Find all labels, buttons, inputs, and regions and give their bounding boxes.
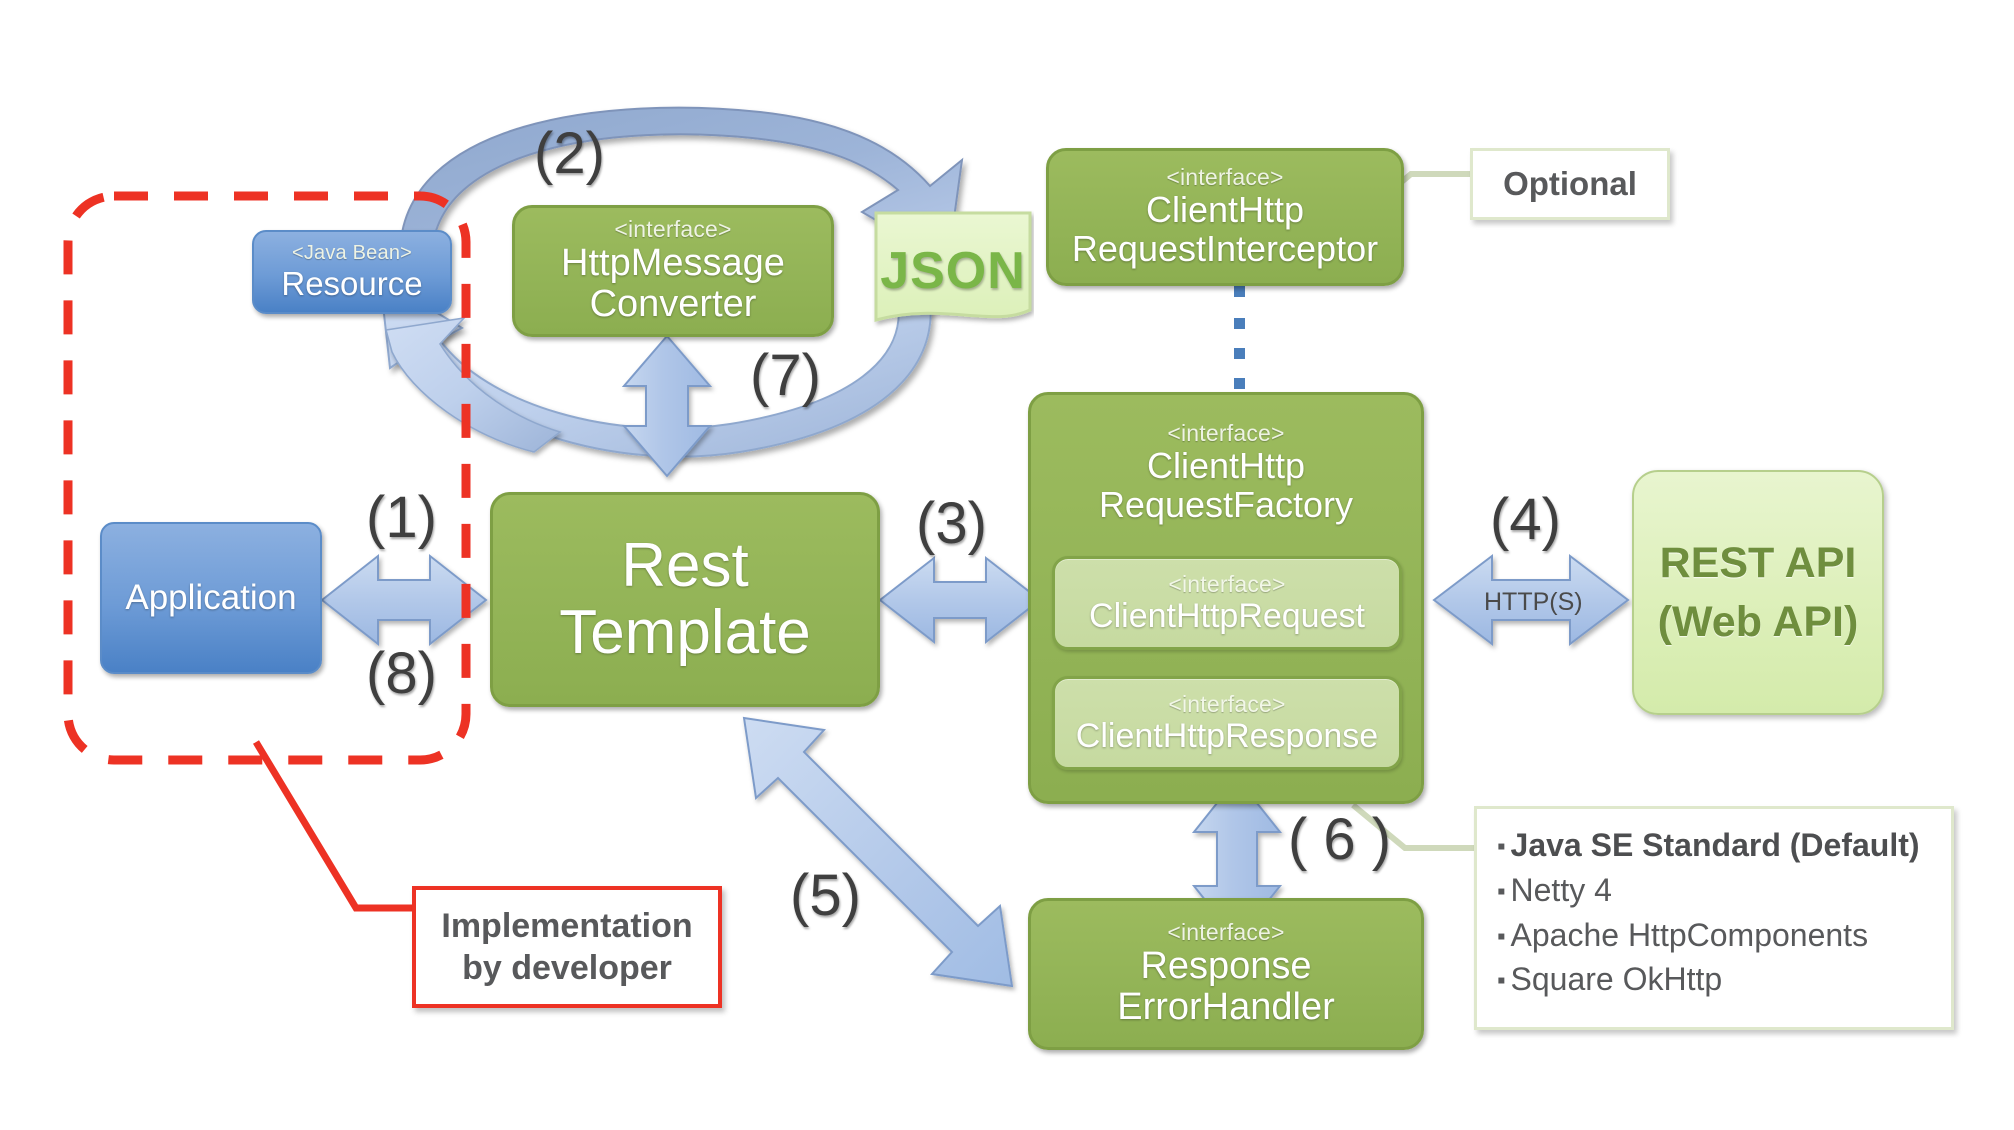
arrow-step-1-8 <box>320 553 488 647</box>
list-item: ▪Apache HttpComponents <box>1497 916 1869 953</box>
error-handler-stereotype: <interface> <box>1167 918 1285 945</box>
interceptor-line1: ClientHttp <box>1145 189 1305 231</box>
rest-api-line2: (Web API) <box>1657 597 1859 646</box>
node-rest-api[interactable]: REST API (Web API) <box>1632 470 1884 715</box>
response-stereotype: <interface> <box>1168 690 1286 717</box>
callout-factory-implementations[interactable]: ▪Java SE Standard (Default) ▪Netty 4 ▪Ap… <box>1474 806 1954 1030</box>
request-label: ClientHttpRequest <box>1089 596 1365 635</box>
resource-stereotype: <Java Bean> <box>291 241 413 264</box>
arrow-step-3 <box>878 555 1042 645</box>
request-stereotype: <interface> <box>1168 570 1286 597</box>
error-handler-line1: Response <box>1140 945 1312 988</box>
converter-line1: HttpMessage <box>561 242 785 285</box>
step-label-2: (2) <box>534 121 605 186</box>
node-application[interactable]: Application <box>100 522 322 674</box>
implementation-leader-line <box>253 740 412 912</box>
interceptor-line2: RequestInterceptor <box>1071 228 1379 270</box>
interceptor-stereotype: <interface> <box>1166 164 1284 191</box>
error-handler-line2: ErrorHandler <box>1117 986 1335 1029</box>
arrow-into-resource <box>384 316 562 453</box>
dotted-connector-interceptor-factory <box>1234 286 1245 389</box>
step-label-6: ( 6 ) <box>1288 807 1392 872</box>
node-client-http-request-interceptor[interactable]: <interface> ClientHttp RequestIntercepto… <box>1046 148 1404 286</box>
implementation-line1: Implementation <box>441 906 693 945</box>
converter-stereotype: <interface> <box>614 215 732 242</box>
json-label: JSON <box>880 242 1026 300</box>
step-label-7: (7) <box>750 343 821 408</box>
list-item: ▪Square OkHttp <box>1497 961 1723 998</box>
factory-stereotype: <interface> <box>1167 420 1285 446</box>
json-doc-shape <box>874 211 1032 322</box>
list-item: ▪Netty 4 <box>1497 871 1612 908</box>
rest-template-line2: Template <box>559 597 811 667</box>
step-label-8: (8) <box>366 641 437 706</box>
resource-label: Resource <box>281 264 423 302</box>
node-rest-template[interactable]: Rest Template <box>490 492 880 707</box>
callout-optional[interactable]: Optional <box>1470 148 1670 220</box>
factory-line2: RequestFactory <box>1098 484 1354 526</box>
edge-label-https: HTTP(S) <box>1484 588 1583 616</box>
step-label-1: (1) <box>366 485 437 550</box>
node-json-document[interactable]: JSON <box>872 210 1034 332</box>
response-label: ClientHttpResponse <box>1075 716 1379 755</box>
arrow-converter-resttemplate <box>621 334 713 478</box>
node-response-error-handler[interactable]: <interface> Response ErrorHandler <box>1028 898 1424 1050</box>
node-client-http-request[interactable]: <interface> ClientHttpRequest <box>1052 556 1402 650</box>
factory-line1: ClientHttp <box>1146 445 1306 487</box>
optional-text: Optional <box>1503 165 1637 202</box>
bullet-icon: ▪ <box>1497 877 1506 905</box>
rest-api-line1: REST API <box>1659 539 1857 588</box>
converter-line2: Converter <box>589 283 757 326</box>
bullet-icon: ▪ <box>1497 967 1506 995</box>
step-label-5: (5) <box>790 863 861 928</box>
list-item: ▪Java SE Standard (Default) <box>1497 827 1920 863</box>
callout-implementation-by-developer[interactable]: Implementation by developer <box>412 886 722 1008</box>
arrow-step-5 <box>742 716 1014 988</box>
bullet-icon: ▪ <box>1497 833 1506 860</box>
node-client-http-response[interactable]: <interface> ClientHttpResponse <box>1052 676 1402 770</box>
rest-template-line1: Rest <box>621 530 749 600</box>
bullet-icon: ▪ <box>1497 922 1506 950</box>
step-label-4: (4) <box>1490 487 1561 552</box>
node-resource[interactable]: <Java Bean> Resource <box>252 230 452 314</box>
node-http-message-converter[interactable]: <interface> HttpMessage Converter <box>512 205 834 337</box>
application-label: Application <box>125 578 297 618</box>
step-label-3: (3) <box>916 491 987 556</box>
implementation-line2: by developer <box>462 949 672 987</box>
